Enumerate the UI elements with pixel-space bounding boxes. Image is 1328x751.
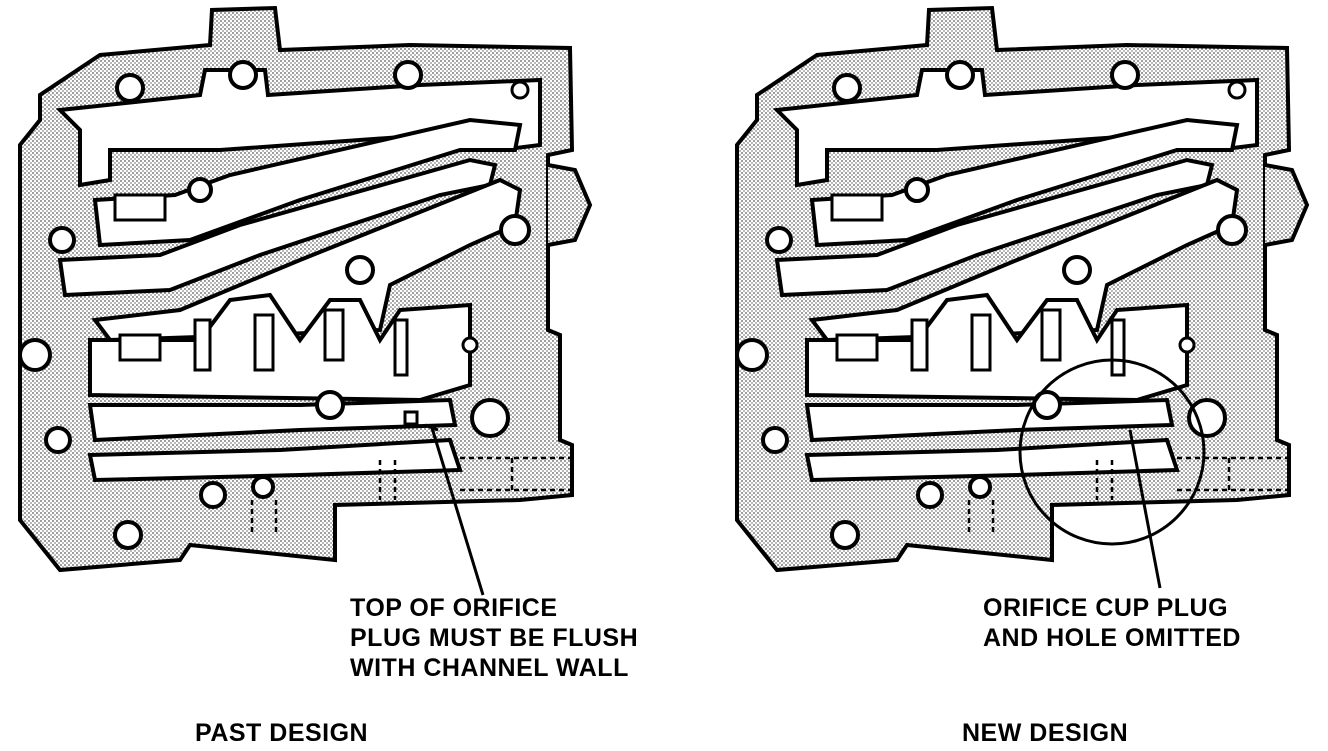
- past-callout-line-3: WITH CHANNEL WALL: [350, 654, 629, 682]
- new-design-valve-body: [735, 6, 1309, 589]
- new-design-caption: NEW DESIGN: [962, 719, 1129, 747]
- past-leader-line: [430, 427, 485, 596]
- new-callout-line-1: ORIFICE CUP PLUG: [983, 594, 1229, 622]
- orifice-plug: [403, 410, 419, 426]
- new-callout: ORIFICE CUP PLUG AND HOLE OMITTED: [983, 593, 1241, 653]
- orifice-plug-seat: [424, 423, 439, 432]
- new-callout-line-2: AND HOLE OMITTED: [983, 624, 1241, 652]
- detail-circle: [1018, 358, 1206, 546]
- past-callout: TOP OF ORIFICE PLUG MUST BE FLUSH WITH C…: [350, 593, 638, 683]
- past-design-caption: PAST DESIGN: [195, 719, 369, 747]
- new-leader-line: [1128, 429, 1162, 589]
- past-callout-line-2: PLUG MUST BE FLUSH: [350, 624, 639, 652]
- past-callout-line-1: TOP OF ORIFICE: [350, 594, 558, 622]
- past-design-valve-body: [18, 6, 592, 596]
